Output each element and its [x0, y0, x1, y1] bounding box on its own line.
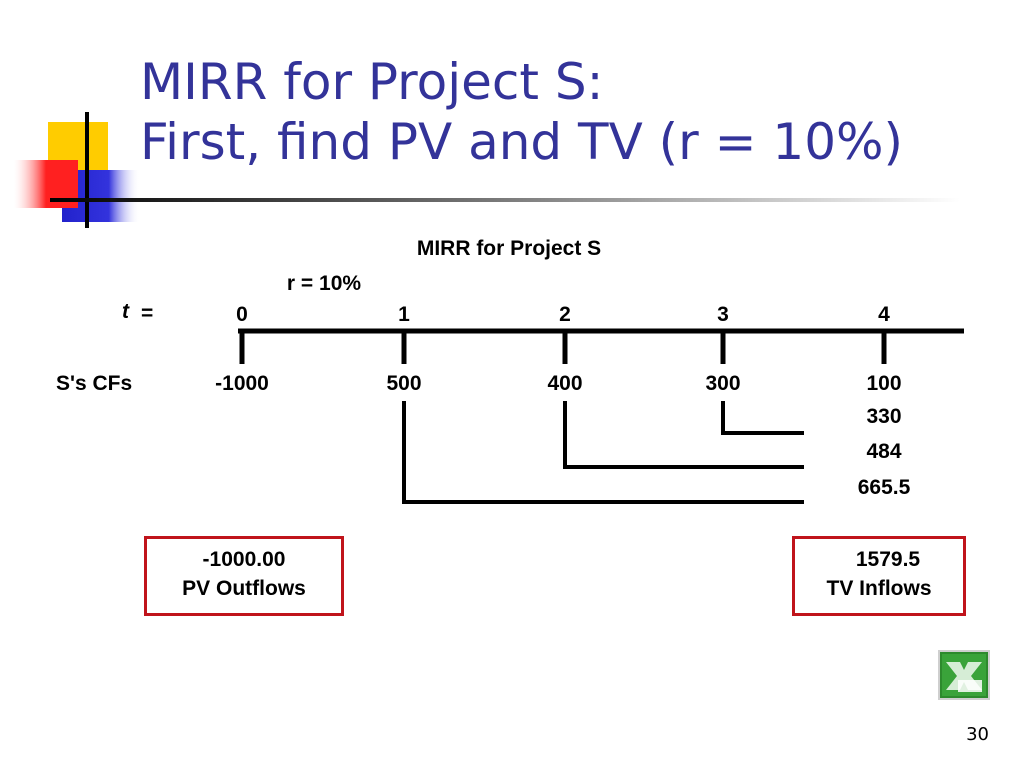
period-label-1: 1 — [398, 303, 410, 326]
compounded-value-year1: 665.5 — [857, 476, 911, 499]
period-label-0: 0 — [236, 303, 248, 326]
period-label-2: 2 — [559, 303, 571, 326]
corner-logo — [14, 112, 960, 228]
cash-flow-row-label: S's CFs — [56, 372, 133, 395]
tv-value: 1579.5 — [855, 548, 921, 571]
rate-label: r = 10% — [286, 272, 362, 295]
cash-flow-2: 400 — [547, 372, 583, 395]
title-underline — [50, 198, 960, 202]
compound-line-year2 — [563, 401, 804, 469]
period-label-3: 3 — [717, 303, 729, 326]
tv-label: TV Inflows — [826, 577, 932, 600]
compound-line-year1 — [402, 401, 804, 504]
tv-inflows-box: 1579.5 TV Inflows — [792, 536, 966, 616]
compounded-value-year2: 484 — [866, 440, 902, 463]
cash-flow-1: 500 — [386, 372, 422, 395]
diagram-heading: MIRR for Project S — [416, 237, 602, 260]
title-line-2: First, find PV and TV (r = 10%) — [140, 113, 904, 171]
pv-label: PV Outflows — [182, 577, 306, 600]
title-line-1: MIRR for Project S: — [140, 53, 604, 111]
cash-flow-0: -1000 — [215, 372, 269, 395]
t-label: t — [122, 300, 129, 323]
t-equals: = — [141, 302, 154, 325]
period-label-4: 4 — [878, 303, 890, 326]
compounded-value-year3: 330 — [866, 405, 902, 428]
pv-value: -1000.00 — [202, 548, 286, 571]
cash-flow-4: 100 — [866, 372, 902, 395]
slide-number: 30 — [966, 724, 989, 745]
pv-outflows-box: -1000.00 PV Outflows — [144, 536, 344, 616]
excel-icon[interactable] — [938, 650, 990, 700]
cash-flow-3: 300 — [705, 372, 741, 395]
slide-title: MIRR for Project S: First, find PV and T… — [140, 52, 903, 172]
compound-line-year3 — [721, 401, 804, 435]
